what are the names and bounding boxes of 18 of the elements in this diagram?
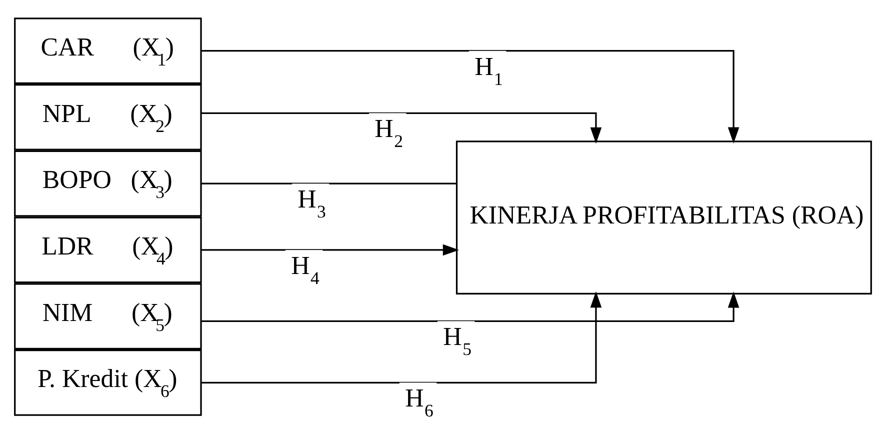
arrow	[201, 290, 602, 383]
node-box: NPL (X$_{2}$)	[14, 84, 202, 150]
connector	[202, 182, 457, 184]
arrow	[202, 244, 460, 256]
node-box: NIM (X$_{5}$)	[14, 282, 202, 349]
edge-label: H$_{1}$	[474, 51, 503, 88]
node-box: BOPO (X$_{3}$)	[14, 150, 202, 216]
node-box: LDR (X$_{4}$)	[14, 216, 202, 283]
edge-label: H$_{6}$	[405, 383, 434, 420]
arrow	[201, 112, 602, 144]
node-box: KINERJA PROFITABILITAS (ROA)	[456, 140, 872, 294]
edge-label: H$_{3}$	[298, 184, 326, 222]
edge-label: H$_{4}$	[291, 250, 320, 288]
edge-label: H$_{5}$	[443, 322, 472, 359]
edge-label: H$_{2}$	[374, 114, 403, 151]
node-box: P. Kredit (X$_{6}$)	[14, 349, 202, 416]
arrow	[202, 290, 740, 322]
node-box: CAR (X$_{1}$)	[14, 17, 202, 84]
